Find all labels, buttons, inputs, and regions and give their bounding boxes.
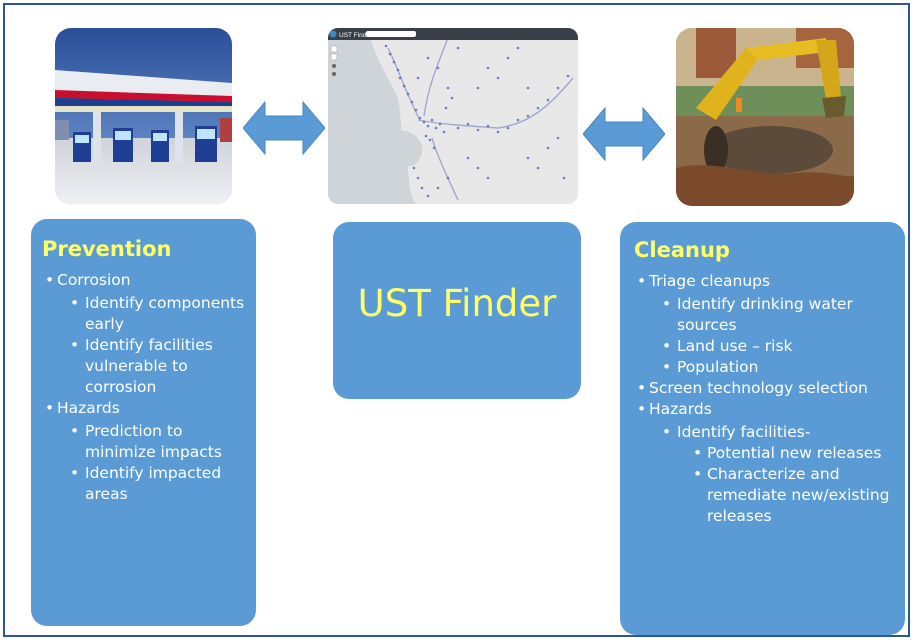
double-arrow-icon <box>583 106 665 162</box>
list-item: Identify components early <box>57 293 246 335</box>
list-item: Screen technology selection <box>634 378 897 399</box>
list-item: Population <box>649 357 897 378</box>
ust-finder-box: UST Finder <box>333 222 581 399</box>
ust-finder-map-screenshot: UST Finder <box>328 28 578 204</box>
list-item: Triage cleanups Identify drinking water … <box>634 271 897 378</box>
list-item: Hazards Prediction to minimize impacts I… <box>42 398 246 505</box>
prevention-box: Prevention Corrosion Identify components… <box>31 219 256 626</box>
tank-excavation-photo <box>676 28 854 206</box>
list-item: Identify facilities- Potential new relea… <box>649 422 897 527</box>
gas-station-photo <box>55 28 232 204</box>
prevention-title: Prevention <box>42 237 172 261</box>
list-item: Land use – risk <box>649 336 897 357</box>
cleanup-list: Triage cleanups Identify drinking water … <box>634 271 897 527</box>
list-item: Corrosion Identify components early Iden… <box>42 270 246 398</box>
map-app-label: UST Finder <box>339 32 373 39</box>
list-item: Potential new releases <box>677 443 897 464</box>
list-item: Identify impacted areas <box>57 463 246 505</box>
list-item: Identify drinking water sources <box>649 294 897 336</box>
double-arrow-icon <box>243 100 325 156</box>
list-item: Identify facilities vulnerable to corros… <box>57 335 246 398</box>
list-item: Hazards Identify facilities- Potential n… <box>634 399 897 527</box>
list-item: Prediction to minimize impacts <box>57 421 246 463</box>
cleanup-box: Cleanup Triage cleanups Identify drinkin… <box>620 222 905 635</box>
list-item: Characterize and remediate new/existing … <box>677 464 897 527</box>
ust-finder-title: UST Finder <box>357 282 557 325</box>
cleanup-title: Cleanup <box>634 238 730 262</box>
prevention-list: Corrosion Identify components early Iden… <box>42 270 246 505</box>
